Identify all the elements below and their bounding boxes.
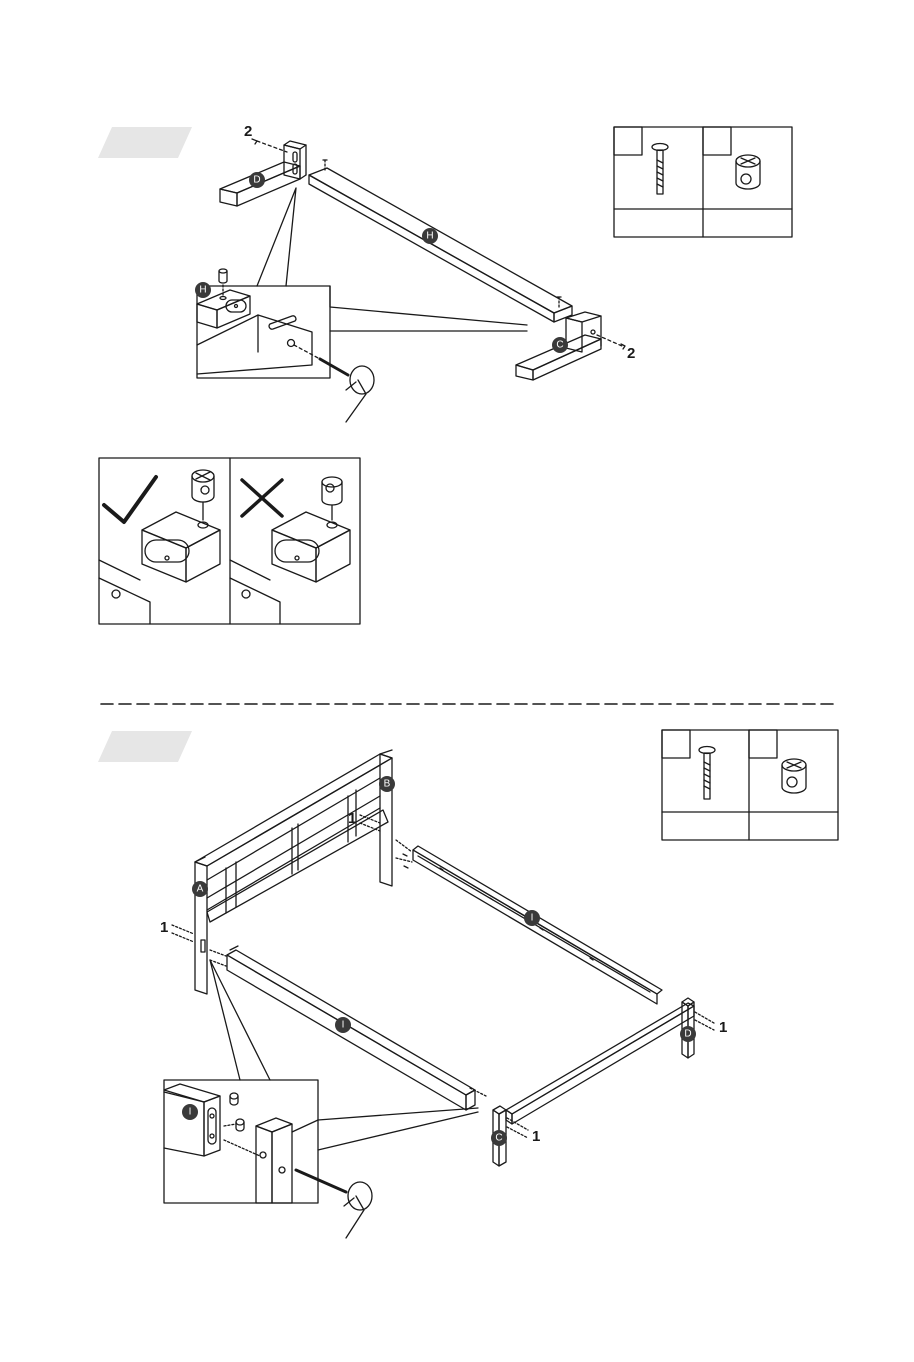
- callout-line: [210, 960, 478, 1150]
- bolt-quantity-right: 1: [719, 1019, 727, 1036]
- svg-text:B: B: [384, 779, 391, 790]
- bolt-quantity-left: 2: [244, 123, 252, 140]
- svg-text:C: C: [556, 340, 563, 351]
- part-badge-c-step-2: C: [491, 1130, 507, 1146]
- headboard: [195, 750, 392, 994]
- barrel-nut-detail: [219, 269, 227, 300]
- part-badge-d-step-2: D: [680, 1026, 696, 1042]
- svg-text:D: D: [684, 1029, 691, 1040]
- part-badge-i-right: I: [524, 910, 540, 926]
- callout-line: [257, 188, 527, 331]
- svg-text:H: H: [199, 285, 206, 296]
- detail-box-step-1: [197, 269, 374, 422]
- detail-box-step-2: [164, 1080, 372, 1238]
- part-badge-a: A: [192, 881, 208, 897]
- hex-key-icon: [344, 1182, 372, 1238]
- svg-text:A: A: [197, 884, 204, 895]
- svg-text:H: H: [426, 231, 433, 242]
- part-badge-i-left: I: [335, 1017, 351, 1033]
- step-1-tab: [98, 127, 192, 158]
- part-badge-d: D: [249, 172, 265, 188]
- part-badge-c: C: [552, 337, 568, 353]
- part-badge-b: B: [379, 776, 395, 792]
- barrel-nut-icon: [782, 759, 806, 793]
- svg-text:I: I: [342, 1020, 345, 1031]
- bolt-icon: [652, 144, 668, 195]
- hardware-box-step-1: [614, 127, 792, 237]
- foot-rail: [506, 1003, 694, 1124]
- hex-key-icon: [346, 366, 374, 422]
- svg-text:I: I: [531, 913, 534, 924]
- hardware-box-step-2: [662, 730, 838, 840]
- post-c: [516, 312, 625, 380]
- bolt-quantity-bottom: 1: [532, 1128, 540, 1145]
- bolt-quantity-right: 2: [627, 345, 635, 362]
- rail-i-left: [227, 946, 486, 1110]
- bolt-quantity-top: 1: [348, 810, 356, 827]
- step-2-tab: [98, 731, 192, 762]
- barrel-nut-icon: [736, 155, 760, 189]
- correct-example: [99, 470, 220, 624]
- svg-text:C: C: [495, 1133, 502, 1144]
- bolt-icon: [699, 747, 715, 800]
- svg-text:D: D: [253, 175, 260, 186]
- part-badge-i-detail: I: [182, 1104, 198, 1120]
- part-badge-h-top: H: [422, 228, 438, 244]
- part-badge-h-detail: H: [195, 282, 211, 298]
- rail-h: [309, 160, 572, 322]
- bolt-quantity-left: 1: [160, 919, 168, 936]
- wrong-example: [230, 477, 350, 624]
- svg-text:I: I: [189, 1107, 192, 1118]
- comparison-panel: [99, 458, 360, 624]
